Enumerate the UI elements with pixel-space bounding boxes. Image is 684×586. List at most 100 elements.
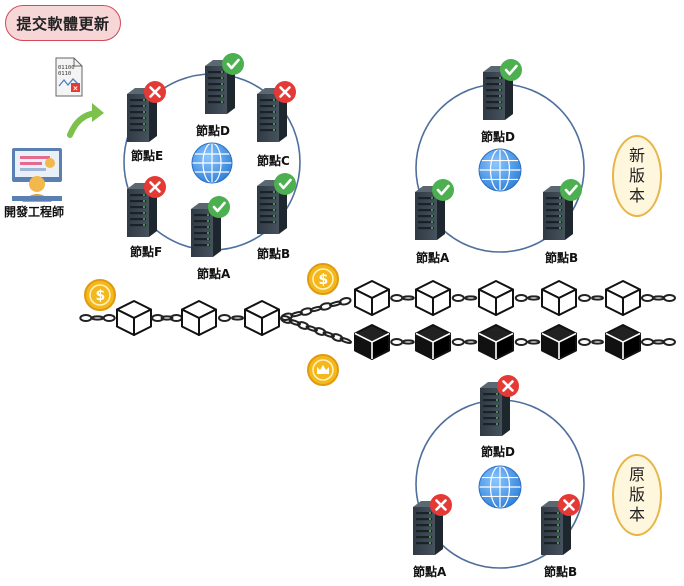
server-icon-left_cluster-4 [257, 173, 296, 234]
chain-link [578, 338, 591, 346]
node-label: 節點A [416, 251, 450, 265]
old-version-char-1: 原 [628, 465, 645, 484]
chain-link [514, 338, 528, 346]
block-icon [244, 300, 280, 336]
new-version-char-1: 新 [628, 146, 645, 165]
globe-icon [478, 148, 522, 192]
svg-text:$: $ [319, 272, 329, 288]
chain-link [663, 338, 676, 346]
chain-link [338, 297, 352, 306]
code-file-icon: 01100 0110 × [55, 57, 83, 97]
old-version-badge: 原 版 本 [612, 454, 662, 536]
block-icon [478, 280, 514, 316]
block-icon [181, 300, 217, 336]
chain-link [652, 339, 665, 345]
chain-link [390, 294, 404, 302]
globe-icon [191, 142, 233, 184]
chain-link [279, 315, 293, 324]
chain-link [451, 338, 465, 346]
chain-link [218, 314, 231, 322]
block-icon [605, 280, 641, 316]
file-binary-line-1: 01100 [58, 65, 75, 71]
server-icon-old_cluster-2 [541, 494, 580, 555]
node-label: 節點F [130, 245, 163, 259]
node-label: 節點B [544, 565, 578, 579]
server-icon-left_cluster-5 [191, 196, 230, 257]
server-icon-new_cluster-2 [543, 179, 582, 240]
chain-link [79, 314, 93, 322]
block-icon [415, 280, 451, 316]
developer-icon [12, 148, 62, 202]
server-icon-old_cluster-0 [480, 375, 519, 436]
chain-link [330, 333, 344, 342]
server-icon-left_cluster-0 [205, 53, 244, 114]
check-icon [208, 196, 230, 218]
node-label: 節點E [131, 149, 164, 163]
node-label: 節點A [197, 267, 231, 281]
svg-text:×: × [73, 85, 79, 93]
chain-link [313, 327, 327, 336]
chain-link [305, 325, 318, 332]
chain-link [663, 294, 676, 302]
chain-link [401, 295, 415, 301]
node-label: 節點D [481, 445, 515, 459]
block-icon [541, 280, 577, 316]
check-icon [222, 53, 244, 75]
submit-arrow-head [92, 103, 104, 122]
chain-link [322, 331, 335, 338]
old-version-char-2: 版 [628, 485, 645, 504]
chain-link [390, 338, 404, 346]
check-icon [274, 173, 296, 195]
chain-link [151, 314, 165, 322]
developer-label: 開發工程師 [4, 205, 65, 219]
chain-link [514, 294, 528, 302]
server-icon-old_cluster-1 [413, 494, 452, 555]
check-icon [500, 59, 522, 81]
chain-link [527, 295, 541, 301]
server-icon-left_cluster-1 [127, 81, 166, 142]
node-label: 節點A [413, 565, 447, 579]
block-icon-dark [354, 324, 390, 360]
node-label: 節點D [196, 124, 230, 138]
dollar-coin-icon-fork: $ [307, 263, 339, 295]
chain-link [641, 338, 654, 346]
node-label: 節點C [257, 154, 290, 168]
chain-link [578, 294, 591, 302]
cross-icon [430, 494, 452, 516]
chain-link [464, 339, 478, 345]
cross-icon [144, 176, 166, 198]
chain-link [401, 339, 415, 345]
node-label: 節點D [481, 130, 515, 144]
cross-icon [144, 81, 166, 103]
chain-link [288, 319, 301, 326]
chain-link [591, 295, 604, 301]
cross-icon [274, 81, 296, 103]
server-icon-new_cluster-0 [483, 59, 522, 120]
new-version-badge: 新 版 本 [612, 135, 662, 217]
submit-update-badge: 提交軟體更新 [5, 5, 121, 41]
new-version-char-2: 版 [628, 166, 645, 185]
chain-link [339, 337, 352, 344]
cross-icon [497, 375, 519, 397]
crown-coin-icon [307, 354, 339, 386]
globe-icon [478, 465, 522, 509]
chain-link [591, 339, 604, 345]
node-label: 節點B [545, 251, 579, 265]
node-label: 節點B [257, 247, 291, 261]
chain-link [231, 315, 244, 321]
block-icon-dark [605, 324, 641, 360]
block-icon [116, 300, 152, 336]
block-icon-dark [478, 324, 514, 360]
chain-link [91, 315, 104, 321]
svg-text:$: $ [96, 288, 106, 304]
cross-icon [558, 494, 580, 516]
file-binary-line-2: 0110 [58, 71, 71, 77]
chain-link [464, 295, 478, 301]
server-icon-left_cluster-3 [127, 176, 166, 237]
check-icon [560, 179, 582, 201]
chain-link [641, 294, 654, 302]
chain-link [652, 295, 665, 301]
chain-link [296, 321, 310, 330]
check-icon [432, 179, 454, 201]
